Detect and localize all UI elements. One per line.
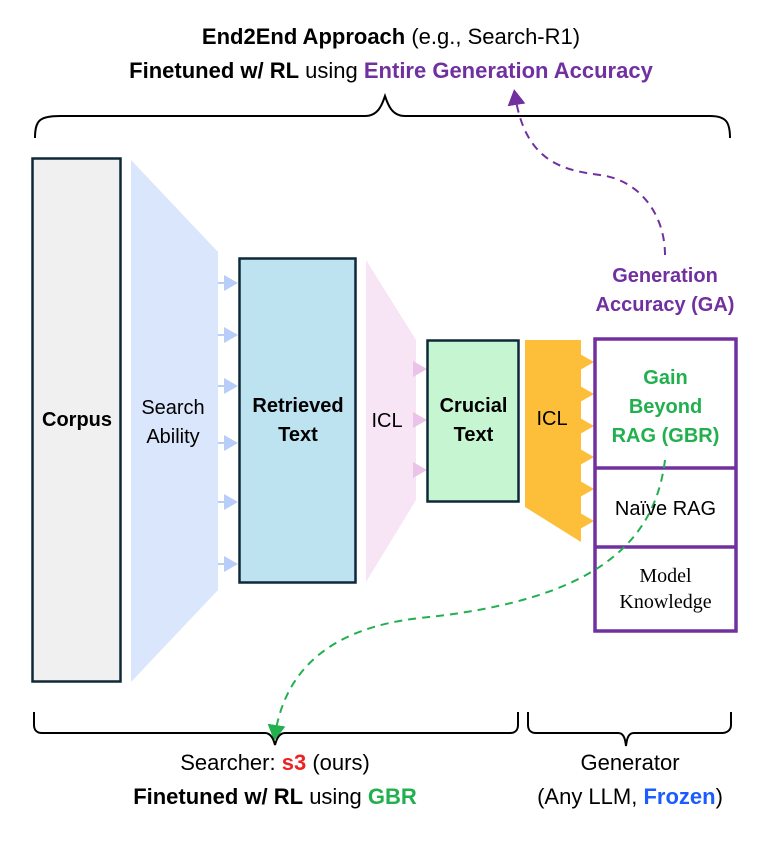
frozen-accent: Frozen [643,784,716,809]
generator-open: (Any LLM, [537,784,644,809]
gbr-dashed-arrow [267,459,666,741]
crucial-text-line-1: Crucial [439,395,508,417]
gbr-accent: GBR [367,784,417,809]
gbr-line-3: RAG (GBR) [611,424,720,447]
icl-label-2: ICL [536,407,568,430]
icl-shape-1 [366,260,416,582]
generator-brace [527,712,732,747]
gbr-line-1: Gain [643,366,688,389]
end2end-subtitle: Finetuned w/ RL using Entire Generation … [0,58,782,84]
entire-generation-accuracy: Entire Generation Accuracy [363,58,653,83]
retrieved-text-line-2: Text [278,424,318,446]
top-brace [34,92,731,139]
end2end-title-rest: (e.g., Search-R1) [405,24,581,49]
generator-title: Generator [580,750,680,775]
search-ability-shape [131,160,218,682]
model-knowledge-line-2: Knowledge [619,591,712,613]
corpus-label: Corpus [42,408,112,431]
model-knowledge-line-1: Model [639,565,692,587]
generator-close: ) [715,784,723,809]
corpus-block [31,157,122,683]
end2end-title-bold: End2End Approach [201,24,406,49]
generator-subtitle: (Any LLM, Frozen) [510,784,750,810]
ga-line-2: Accuracy (GA) [595,294,735,316]
ga-line-1: Generation [612,265,718,287]
searcher-brace [33,712,519,746]
search-ability-line-2: Ability [146,426,200,448]
searcher-subtitle: Finetuned w/ RL using GBR [80,784,470,810]
searcher-title: Searcher: s3 (ours) [100,750,450,776]
retrieved-text-block [238,257,357,584]
icl-label-1: ICL [371,409,403,432]
search-ability-label: Search Ability [130,392,216,454]
crucial-text-block [426,339,520,503]
searcher-subtitle-mid: using [303,784,368,809]
end2end-subtitle-bold: Finetuned w/ RL [129,58,300,83]
retrieved-text-label: Retrieved Text [239,390,357,452]
s3-name: s3 [281,750,307,775]
icl-arrows-1 [413,361,427,478]
icl-arrows-2 [580,354,594,529]
end2end-title: End2End Approach (e.g., Search-R1) [0,24,782,50]
icl-shape-2 [525,340,581,542]
end2end-subtitle-mid: using [299,58,364,83]
searcher-subtitle-bold: Finetuned w/ RL [133,784,304,809]
gbr-line-2: Beyond [628,395,703,418]
gbr-label: Gain Beyond RAG (GBR) [597,362,734,452]
generator-outer-box [593,337,738,633]
generation-accuracy-label: Generation Accuracy (GA) [575,260,755,322]
ga-dashed-arrow [507,89,666,256]
retrieved-text-line-1: Retrieved [252,395,344,417]
crucial-text-label: Crucial Text [427,390,520,452]
search-ability-line-1: Search [141,397,205,419]
searcher-suffix: (ours) [306,750,370,775]
model-knowledge-label: Model Knowledge [597,562,734,616]
crucial-text-line-2: Text [453,424,494,446]
search-arrows [218,275,238,572]
searcher-prefix: Searcher: [180,750,282,775]
naive-rag-label: Naïve RAG [614,497,717,520]
